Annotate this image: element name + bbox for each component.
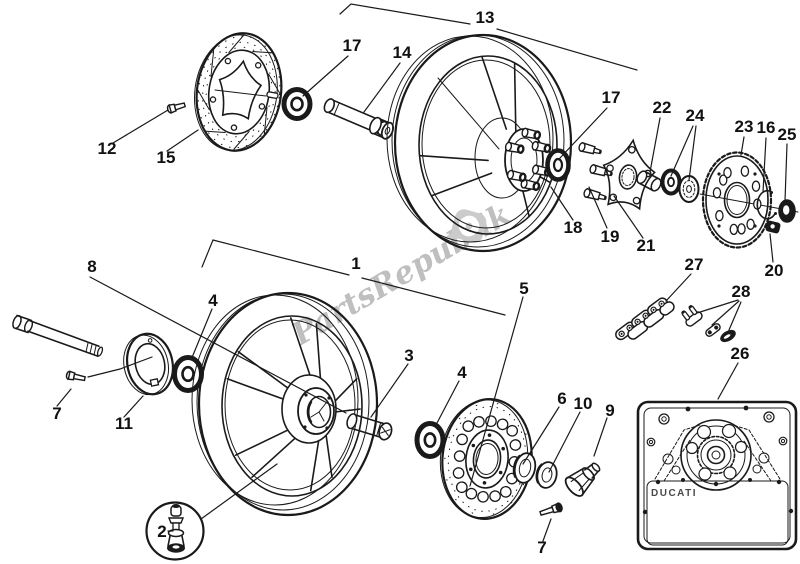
callout-8: 8 [87, 257, 96, 276]
callout-3: 3 [404, 346, 413, 365]
bearing-rear-hub [545, 148, 571, 182]
washer-right [778, 199, 796, 223]
callout-20: 20 [765, 261, 784, 280]
callout-27: 27 [685, 255, 704, 274]
bolt-left [65, 370, 87, 382]
callout-23: 23 [735, 117, 754, 136]
callout-19: 19 [601, 227, 620, 246]
circlip [756, 190, 777, 220]
bolt-right [539, 502, 563, 516]
callout-2: 2 [157, 522, 166, 541]
callout-10: 10 [574, 394, 593, 413]
rear-wheel [386, 33, 573, 253]
callout-16: 16 [757, 118, 776, 137]
callout-9: 9 [605, 401, 614, 420]
disc-bolt [166, 102, 187, 114]
callout-22: 22 [653, 98, 672, 117]
callout-5: 5 [519, 279, 528, 298]
callout-26: 26 [731, 344, 750, 363]
front-axle [12, 314, 104, 357]
tyre-valve-detail [145, 501, 205, 561]
inset-screws [642, 405, 794, 515]
front-bearing-right [414, 421, 446, 459]
callout-7b: 7 [537, 538, 546, 557]
callout-28: 28 [732, 282, 751, 301]
callout-17a: 17 [343, 36, 362, 55]
callout-4b: 4 [457, 363, 467, 382]
leader-lines [56, 3, 788, 542]
sprocket-cover-inset: DUCATI [636, 400, 798, 551]
callout-7a: 7 [52, 404, 61, 423]
sprocket-nut [765, 220, 781, 234]
callout-25: 25 [778, 125, 797, 144]
callout-labels: 1 2 3 4 4 5 6 7 7 8 9 10 11 12 13 14 15 … [52, 8, 796, 557]
callout-1: 1 [351, 254, 360, 273]
axle-nut [564, 462, 601, 497]
bearing-front-hub [281, 87, 313, 121]
loose-studs [577, 141, 615, 204]
front-wheel-spokes [226, 317, 361, 492]
front-brake-disc [193, 32, 283, 152]
callout-14: 14 [393, 43, 412, 62]
front-wheel [191, 291, 393, 517]
axle-spacer-tube [323, 98, 389, 136]
callout-21: 21 [637, 236, 656, 255]
callout-17b: 17 [602, 88, 621, 107]
callout-4a: 4 [208, 291, 218, 310]
washer [535, 461, 558, 489]
wheel-spacer [346, 413, 393, 441]
drive-chain [615, 297, 675, 341]
brand-label: DUCATI [651, 488, 697, 499]
callout-15: 15 [157, 148, 176, 167]
callout-6: 6 [557, 389, 566, 408]
inset-label-area [646, 480, 789, 546]
callout-24: 24 [686, 106, 705, 125]
callout-13: 13 [476, 8, 495, 27]
callout-12: 12 [98, 139, 117, 158]
callout-11: 11 [115, 414, 133, 433]
drive-ring [123, 332, 175, 396]
front-bearing-left [172, 355, 204, 393]
callout-18: 18 [564, 218, 583, 237]
rear-sprocket [701, 151, 773, 249]
spacer-sleeve [636, 170, 662, 192]
front-sprocket-cover-drawing [654, 419, 781, 491]
disc-centerline [214, 89, 267, 97]
spacer-bush [512, 452, 537, 484]
carrier-bearings [660, 168, 700, 203]
chain-master-link [681, 305, 736, 343]
centerline-pin [266, 91, 279, 99]
